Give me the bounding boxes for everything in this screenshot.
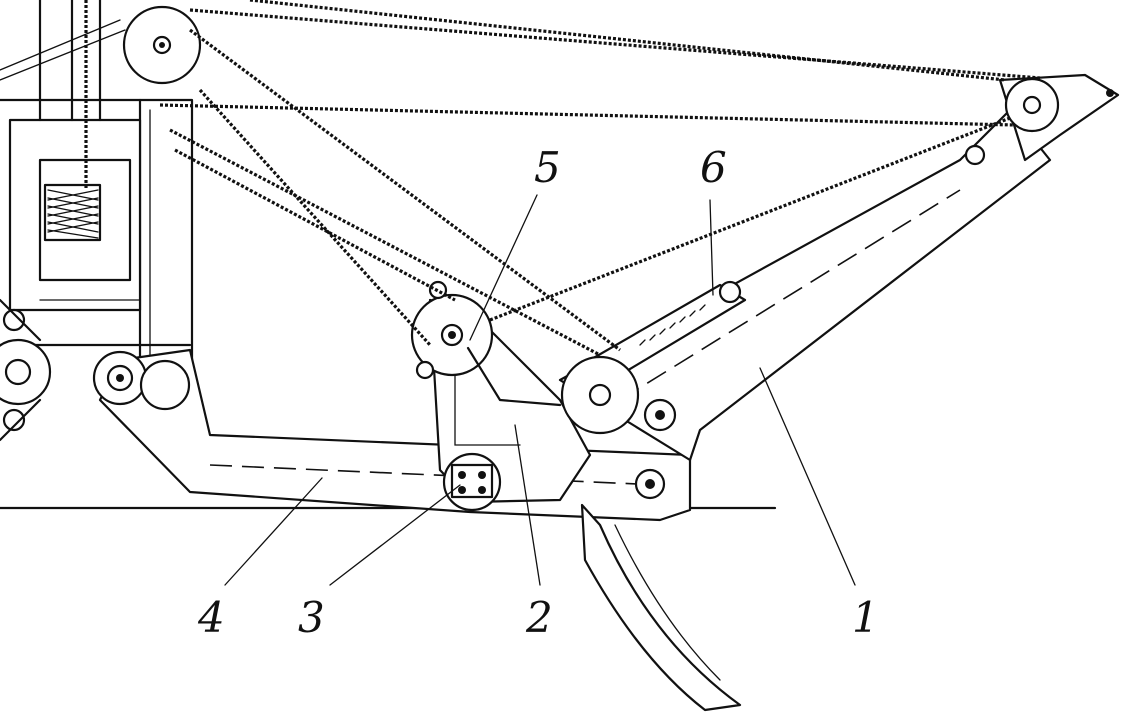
arm-pivot-block bbox=[560, 355, 677, 435]
beam-hinge bbox=[92, 350, 191, 411]
callout-label-2: 2 bbox=[525, 593, 553, 642]
callout-label-6: 6 bbox=[700, 143, 727, 192]
ripper-arm bbox=[558, 73, 1120, 462]
callout-label-4: 4 bbox=[197, 593, 225, 642]
lower-pin-joint bbox=[442, 452, 502, 512]
top-pulley bbox=[122, 5, 202, 85]
winch-drum bbox=[43, 0, 102, 242]
sprocket-wheel bbox=[0, 298, 52, 442]
upper-pulley-block bbox=[410, 280, 562, 407]
callout-label-5: 5 bbox=[534, 143, 561, 192]
callout-label-1: 1 bbox=[852, 593, 879, 642]
callout-leaders bbox=[224, 194, 856, 586]
cables bbox=[159, 0, 1041, 357]
callout-label-3: 3 bbox=[298, 593, 325, 642]
ripper-tine bbox=[580, 468, 742, 712]
